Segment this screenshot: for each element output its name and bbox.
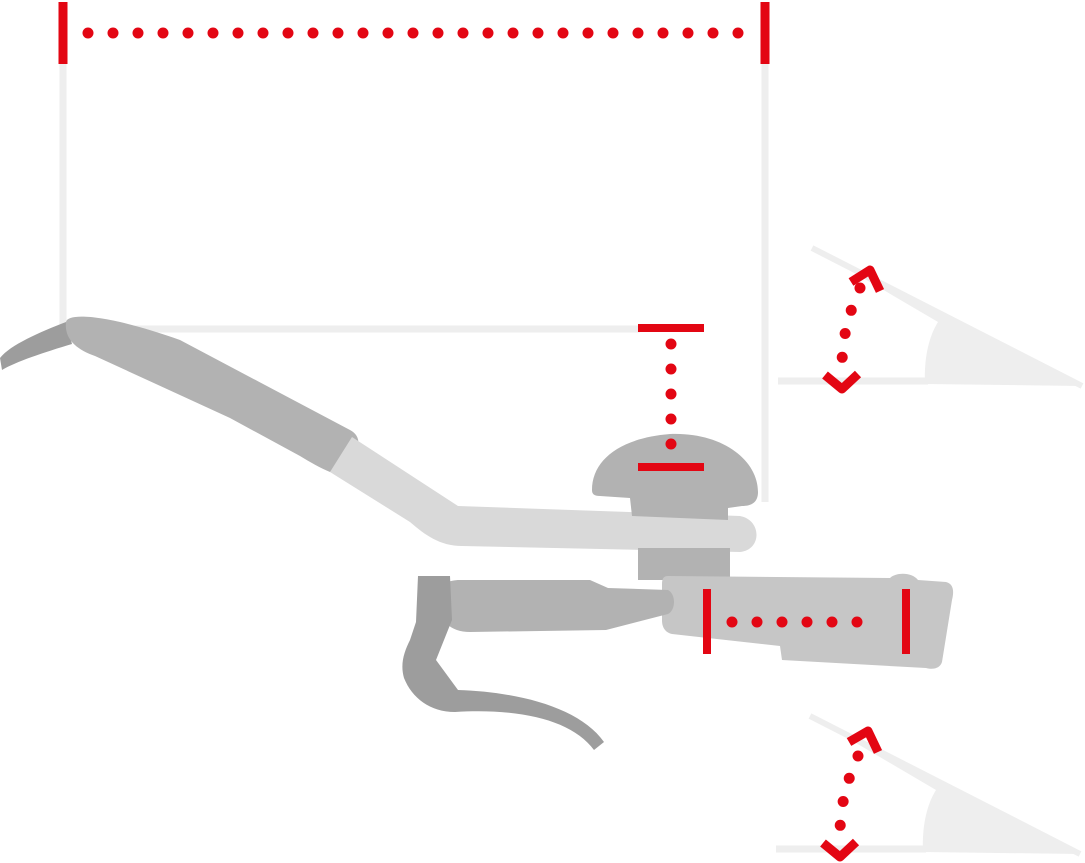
upper-arrow-head-bottom xyxy=(822,370,862,394)
upper-angle-indicator xyxy=(778,245,1084,394)
upper-curved-double-arrow-icon xyxy=(822,265,885,394)
lower-arrow-head-bottom xyxy=(820,838,860,862)
lever-blade xyxy=(330,437,757,552)
brake-lever-pivot xyxy=(402,576,604,750)
lower-arrow-dots xyxy=(834,750,864,840)
reach-dimension-line xyxy=(58,2,770,64)
lever-clamp-top xyxy=(592,433,758,520)
upper-angle-wedge-edge xyxy=(810,245,1084,389)
lever-offset-dimension-line xyxy=(703,589,910,654)
reference-guides xyxy=(59,62,769,502)
height-dimension-line xyxy=(638,324,704,471)
lower-arrow-head-top xyxy=(846,726,883,754)
handlebar-end xyxy=(0,322,72,370)
lower-curved-double-arrow-icon xyxy=(820,726,883,862)
handlebar-grip xyxy=(65,316,359,472)
lower-angle-indicator xyxy=(776,713,1082,862)
upper-arrow-dots xyxy=(836,282,866,372)
brake-lever-arm xyxy=(440,580,674,632)
lever-clamp-stem xyxy=(638,548,730,580)
upper-arrow-head-top xyxy=(848,265,885,293)
